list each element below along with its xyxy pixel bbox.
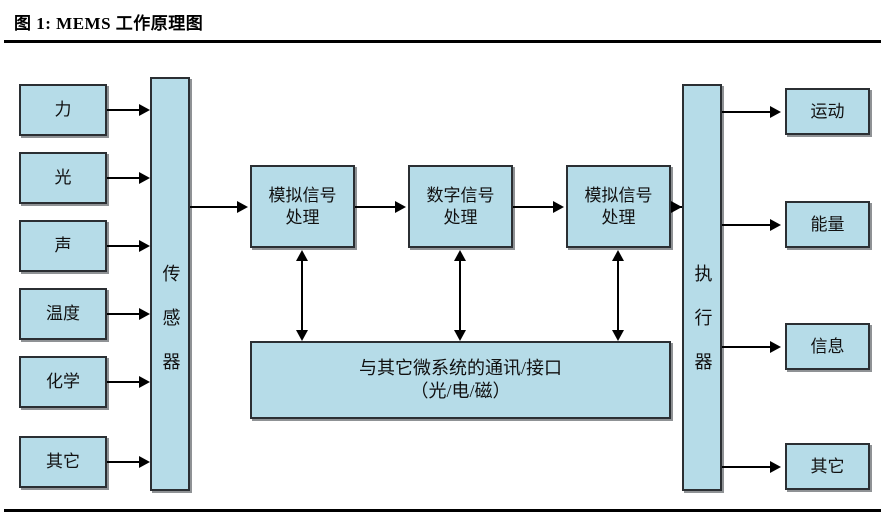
input-box-chemical: 化学 xyxy=(19,356,107,408)
connector-actuator-to-energy xyxy=(722,224,770,226)
arrowhead-comm-to-digital-down xyxy=(454,330,466,341)
arrowhead-comm-to-digital-up xyxy=(454,250,466,261)
arrowhead-digital-to-analog2 xyxy=(553,201,564,213)
arrowhead-actuator-to-energy xyxy=(770,219,781,231)
arrowhead-analog1-to-digital xyxy=(395,201,406,213)
arrowhead-actuator-to-other xyxy=(770,461,781,473)
connector-temperature-to-sensor xyxy=(107,313,139,315)
input-box-light: 光 xyxy=(19,152,107,204)
input-box-other: 其它 xyxy=(19,436,107,488)
arrowhead-comm-to-analog2-up xyxy=(612,250,624,261)
arrowhead-comm-to-analog1-down xyxy=(296,330,308,341)
processing-box-digital-label: 数字信号 处理 xyxy=(426,185,495,227)
connector-analog2-to-comm xyxy=(617,258,619,334)
processing-box-digital: 数字信号 处理 xyxy=(408,165,513,248)
output-box-information: 信息 xyxy=(785,323,870,370)
connector-chemical-to-sensor xyxy=(107,381,139,383)
arrowhead-actuator-to-motion xyxy=(770,106,781,118)
figure-caption: 图 1: MEMS 工作原理图 xyxy=(14,14,204,33)
connector-analog1-to-comm xyxy=(301,258,303,334)
output-box-other: 其它 xyxy=(785,443,870,490)
arrowhead-force-to-sensor xyxy=(139,104,150,116)
caption-divider-top xyxy=(4,40,881,43)
connector-light-to-sensor xyxy=(107,177,139,179)
connector-other-input-to-sensor xyxy=(107,461,139,463)
connector-digital-to-comm xyxy=(459,258,461,334)
arrowhead-light-to-sensor xyxy=(139,172,150,184)
sensor-column: 传感器 xyxy=(150,77,190,491)
arrowhead-actuator-to-information xyxy=(770,341,781,353)
arrowhead-chemical-to-sensor xyxy=(139,376,150,388)
connector-actuator-to-other xyxy=(722,466,770,468)
connector-digital-to-analog2 xyxy=(513,206,553,208)
output-box-motion: 运动 xyxy=(785,88,870,135)
connector-actuator-to-motion xyxy=(722,111,770,113)
processing-box-analog-1-label: 模拟信号 处理 xyxy=(268,185,337,227)
connector-analog1-to-digital xyxy=(355,206,395,208)
input-box-sound: 声 xyxy=(19,220,107,272)
processing-box-analog-2-label: 模拟信号 处理 xyxy=(584,185,653,227)
arrowhead-other-input-to-sensor xyxy=(139,456,150,468)
figure-divider-bottom xyxy=(4,509,881,512)
processing-box-analog-2: 模拟信号 处理 xyxy=(566,165,671,248)
arrowhead-sensor-to-analog1 xyxy=(237,201,248,213)
arrowhead-temperature-to-sensor xyxy=(139,308,150,320)
actuator-column: 执行器 xyxy=(682,84,722,491)
connector-sensor-to-analog1 xyxy=(190,206,237,208)
arrowhead-sound-to-sensor xyxy=(139,240,150,252)
connector-sound-to-sensor xyxy=(107,245,139,247)
arrowhead-comm-to-analog1-up xyxy=(296,250,308,261)
connector-actuator-to-information xyxy=(722,346,770,348)
communication-interface-box: 与其它微系统的通讯/接口 （光/电/磁） xyxy=(250,341,671,419)
arrowhead-comm-to-analog2-down xyxy=(612,330,624,341)
arrowhead-analog2-to-actuator xyxy=(671,201,682,213)
input-box-temperature: 温度 xyxy=(19,288,107,340)
input-box-force: 力 xyxy=(19,84,107,136)
processing-box-analog-1: 模拟信号 处理 xyxy=(250,165,355,248)
connector-force-to-sensor xyxy=(107,109,139,111)
output-box-energy: 能量 xyxy=(785,201,870,248)
communication-interface-label: 与其它微系统的通讯/接口 （光/电/磁） xyxy=(359,357,562,401)
